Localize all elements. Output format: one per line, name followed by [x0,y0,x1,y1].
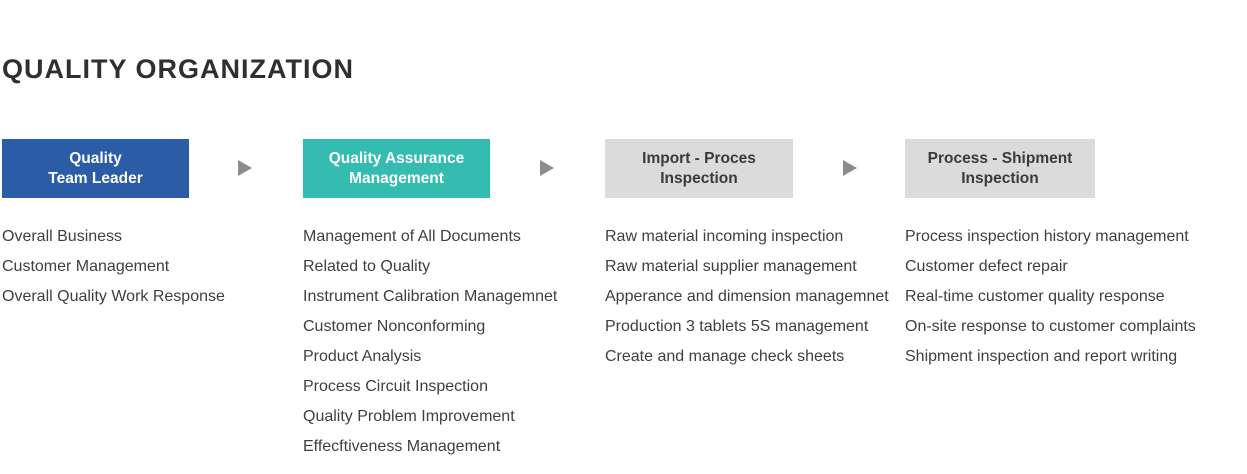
list-item: Process Circuit Inspection [303,378,488,395]
list-item: Raw material supplier management [605,258,857,275]
list-item: Related to Quality [303,258,431,275]
page-title: QUALITY ORGANIZATION [2,54,354,84]
list-item: Overall Quality Work Response [2,288,225,305]
list-item: Production 3 tablets 5S management [605,318,869,335]
list-item: Customer Nonconforming [303,318,486,335]
list-item: Raw material incoming inspection [605,228,844,245]
column-process-shipment-inspection: Process - Shipment Inspection Process in… [905,139,1196,365]
list-item: On-site response to customer complaints [905,318,1196,335]
header-box-process-shipment-inspection: Process - Shipment Inspection [905,139,1095,198]
header-box-import-process-inspection: Import - Proces Inspection [605,139,793,198]
arrow-right-icon [238,160,252,176]
list-item: Create and manage check sheets [605,348,845,365]
arrow-right-icon [540,160,554,176]
arrow-right-icon [843,160,857,176]
column-import-process-inspection: Import - Proces Inspection Raw material … [605,139,889,365]
list-item: Product Analysis [303,348,422,365]
list-item: Process inspection history management [905,228,1189,245]
list-item: Shipment inspection and report writing [905,348,1178,365]
list-item: Quality Problem Improvement [303,408,515,425]
header-box-quality-team-leader: Quality Team Leader [2,139,189,198]
list-item: Customer Management [2,258,170,275]
list-item: Overall Business [2,228,123,245]
list-item: Management of All Documents [303,228,521,245]
header-box-quality-assurance-management: Quality Assurance Management [303,139,490,198]
list-item: Instrument Calibration Managemnet [303,288,558,305]
list-item: Apperance and dimension managemnet [605,288,889,305]
list-item: Customer defect repair [905,258,1068,275]
list-item: Effecftiveness Management [303,438,501,455]
column-quality-assurance-management: Quality Assurance Management Management … [303,139,557,455]
list-item: Real-time customer quality response [905,288,1165,305]
